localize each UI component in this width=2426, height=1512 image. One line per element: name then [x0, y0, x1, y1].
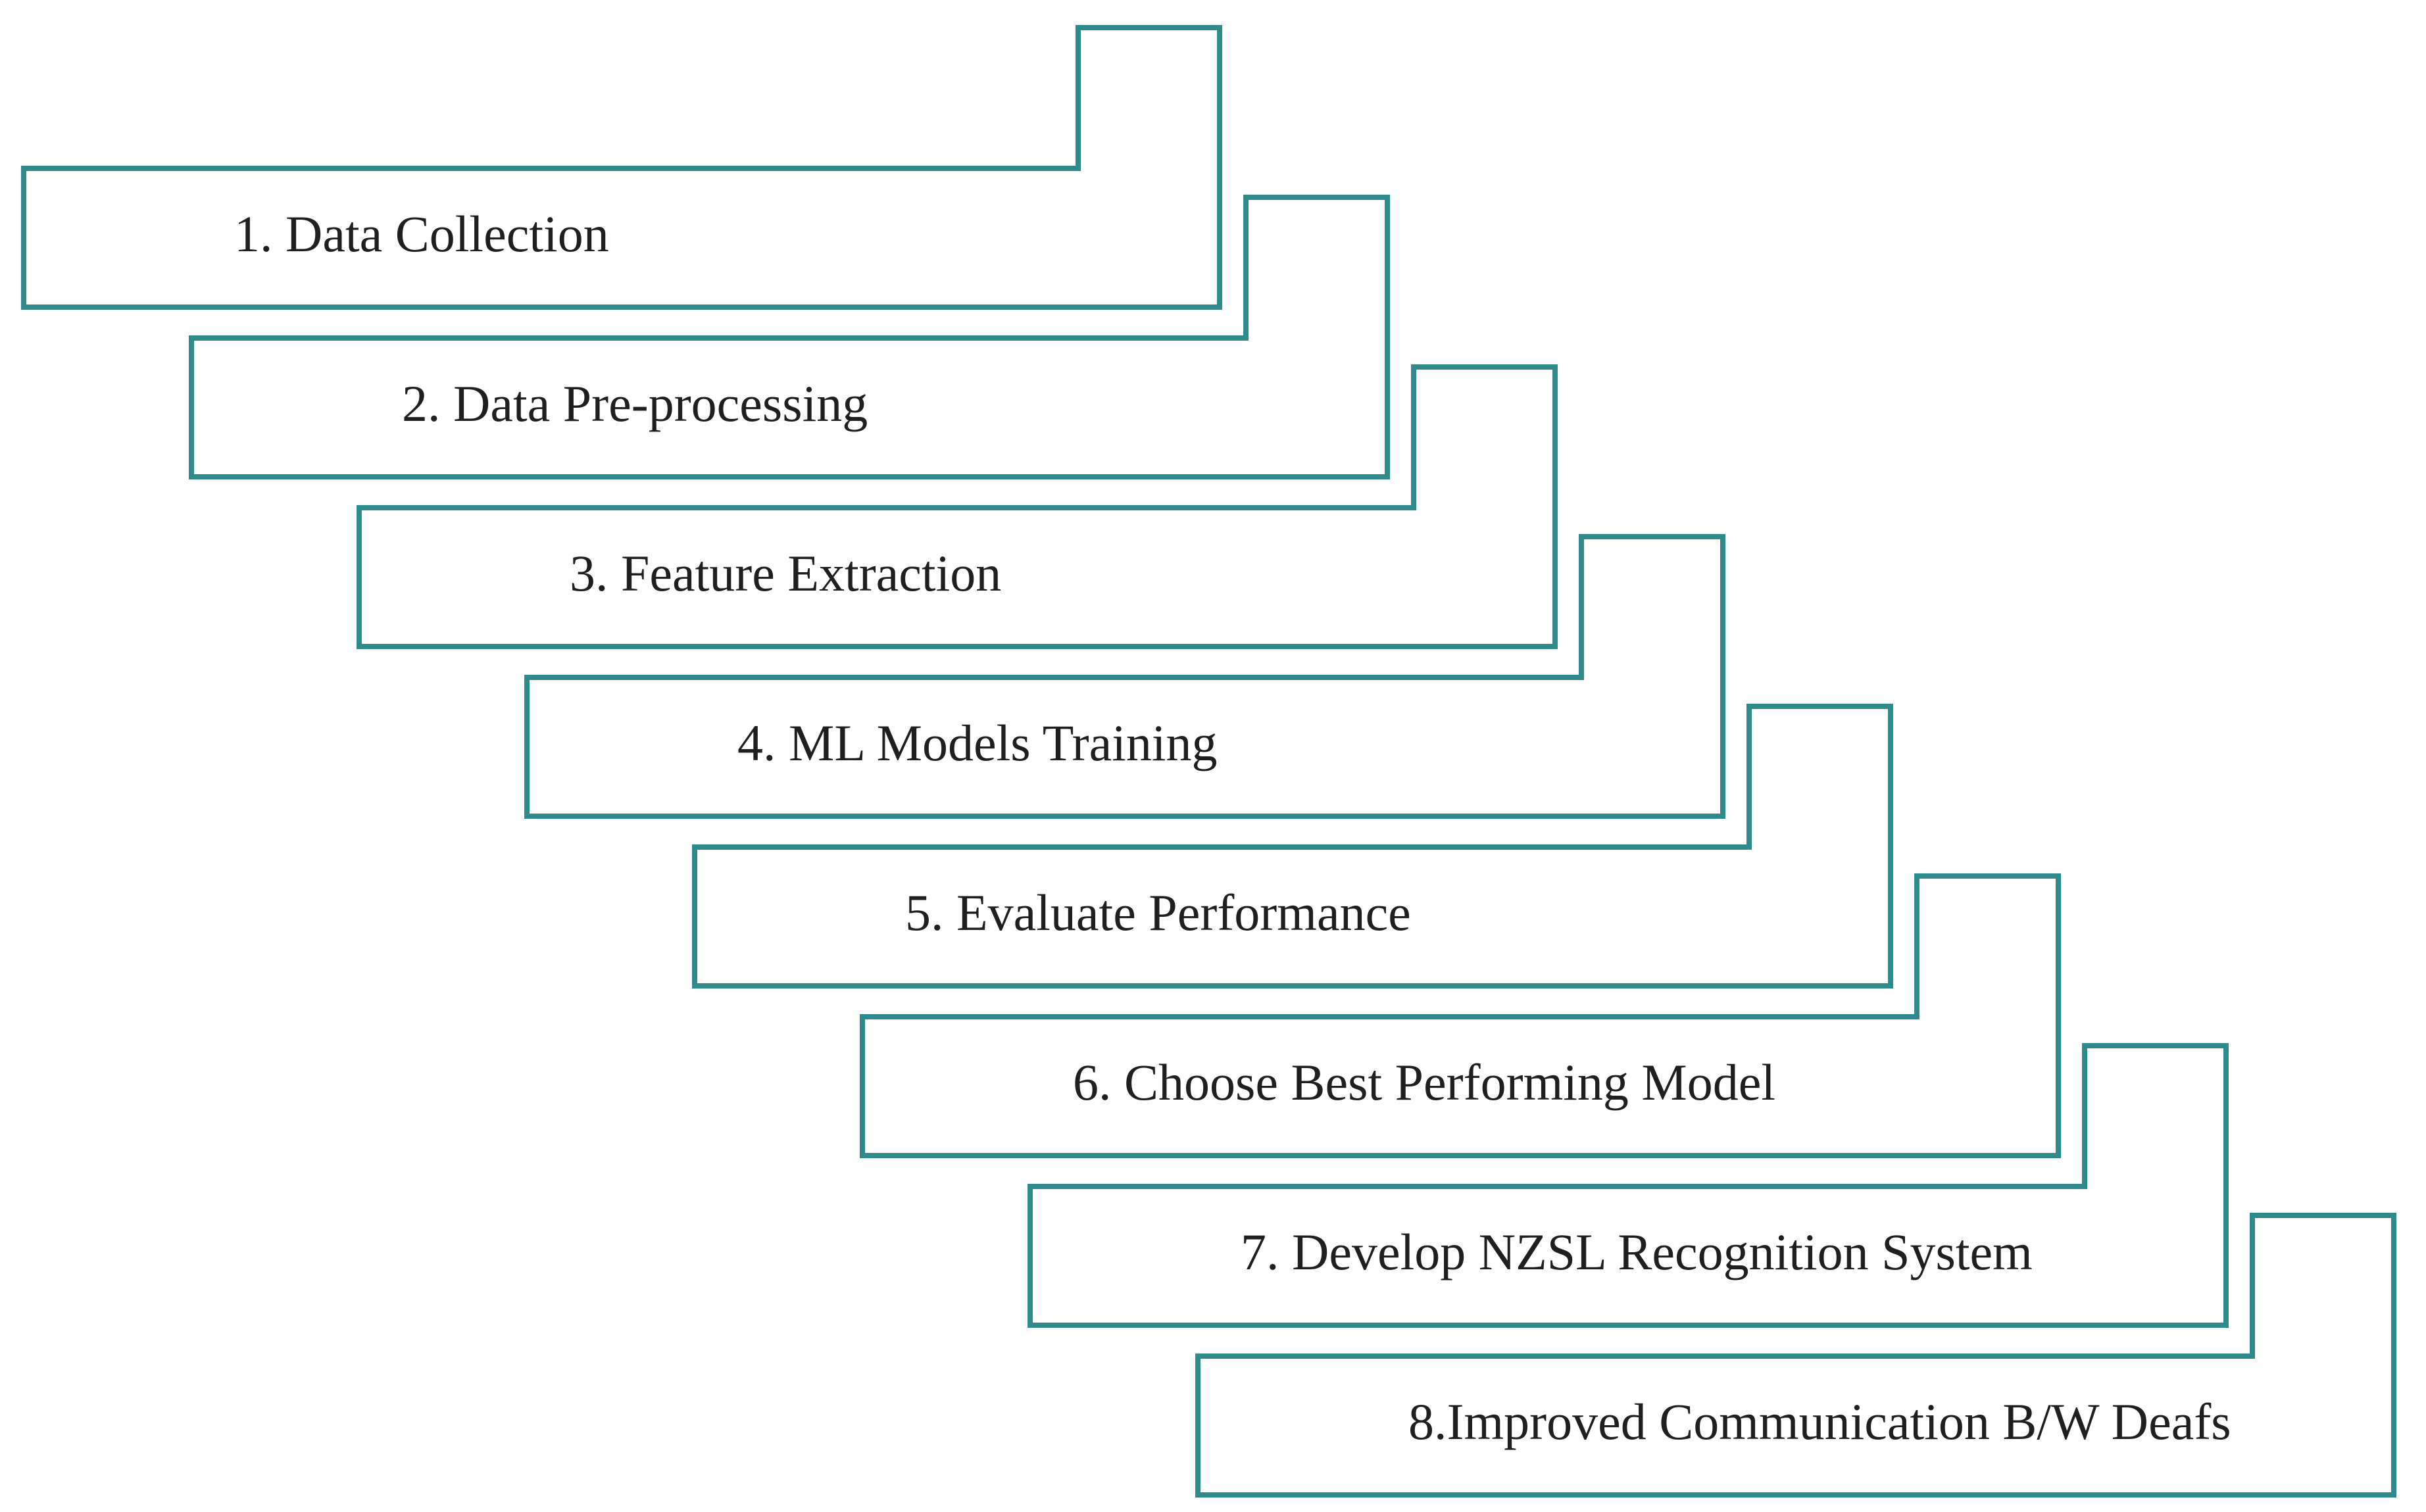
process-step-6: 6. Choose Best Performing Model [860, 873, 2061, 1158]
step-outline-1 [21, 25, 1222, 310]
step-label-8: 8.Improved Communication B/W Deafs [1408, 1393, 2231, 1450]
step-label-7: 7. Develop NZSL Recognition System [1241, 1223, 2033, 1280]
process-step-2: 2. Data Pre-processing [189, 195, 1390, 479]
steps-layer: 1. Data Collection 2. Data Pre-processing… [21, 25, 2396, 1498]
step-outline-4 [524, 534, 1725, 819]
process-step-3: 3. Feature Extraction [357, 364, 1558, 649]
process-step-4: 4. ML Models Training [524, 534, 1725, 819]
step-outline-8 [1195, 1213, 2396, 1498]
step-label-6: 6. Choose Best Performing Model [1073, 1054, 1775, 1111]
process-step-7: 7. Develop NZSL Recognition System [1027, 1043, 2229, 1328]
step-label-3: 3. Feature Extraction [570, 545, 1001, 602]
process-step-5: 5. Evaluate Performance [692, 704, 1893, 988]
step-label-5: 5. Evaluate Performance [905, 884, 1411, 941]
step-outline-7 [1027, 1043, 2229, 1328]
step-label-4: 4. ML Models Training [737, 714, 1218, 771]
step-label-1: 1. Data Collection [234, 205, 609, 262]
process-step-8: 8.Improved Communication B/W Deafs [1195, 1213, 2396, 1498]
process-step-1: 1. Data Collection [21, 25, 1222, 310]
step-outline-5 [692, 704, 1893, 988]
step-outline-2 [189, 195, 1390, 479]
step-outline-3 [357, 364, 1558, 649]
step-outline-6 [860, 873, 2061, 1158]
step-label-2: 2. Data Pre-processing [402, 375, 868, 432]
